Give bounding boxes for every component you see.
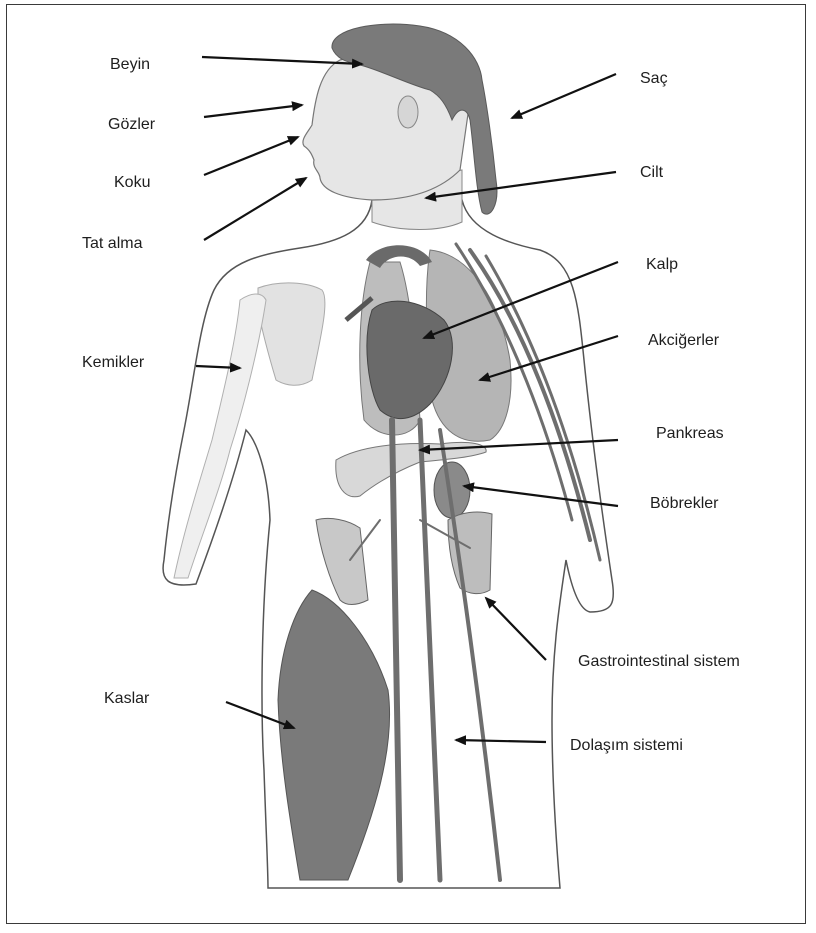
label-gastrointestinal: Gastrointestinal sistem	[578, 653, 740, 671]
label-dolasim: Dolaşım sistemi	[570, 737, 683, 755]
label-tat-alma: Tat alma	[82, 235, 142, 253]
label-kaslar: Kaslar	[104, 690, 149, 708]
label-cilt: Cilt	[640, 164, 663, 182]
arrow-gozler	[204, 105, 302, 117]
ear	[398, 96, 418, 128]
label-kemikler: Kemikler	[82, 354, 144, 372]
label-kalp: Kalp	[646, 256, 678, 274]
arrow-koku	[204, 137, 298, 175]
label-gozler: Gözler	[108, 116, 155, 134]
label-beyin: Beyin	[110, 56, 150, 74]
arrow-sac	[512, 74, 616, 118]
label-akcigerler: Akciğerler	[648, 332, 719, 350]
label-koku: Koku	[114, 174, 150, 192]
label-sac: Saç	[640, 70, 668, 88]
label-pankreas: Pankreas	[656, 425, 724, 443]
label-bobrekler: Böbrekler	[650, 495, 718, 513]
arrow-tat-alma	[204, 178, 306, 240]
